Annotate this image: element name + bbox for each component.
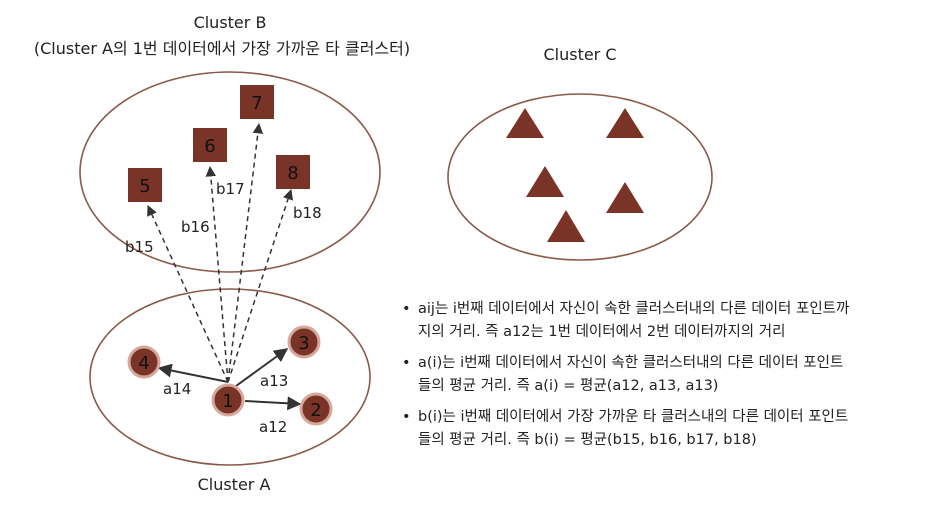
circle-point [211,383,245,417]
edge-label-a12: a12 [259,418,287,436]
explanation-line: 들의 평균 거리. 즉 a(i) = 평균(a12, a13, a13) [418,378,719,394]
circle-point [127,345,161,379]
explanation-list: aij는 i번째 데이터에서 자신이 속한 클러스터내의 다른 데이터 포인트까… [400,298,940,460]
circle-point [287,325,321,359]
arrow-a13 [235,348,289,387]
edge-label-b17: b17 [216,180,245,198]
edge-label-a13: a13 [260,372,288,390]
cluster-c-title: Cluster C [543,45,616,64]
cluster-c-ellipse [447,93,713,261]
cluster-c-points [506,108,644,242]
square-point [193,128,227,162]
triangle-point [606,182,644,213]
explanation-item-bi: b(i)는 i번째 데이터에서 가장 가까운 타 클러스내의 다른 데이터 포인… [400,406,940,452]
arrow-b17 [227,122,264,383]
square-point [240,85,274,119]
cluster-b-subtitle: (Cluster A의 1번 데이터에서 가장 가까운 타 클러스터) [34,39,410,58]
arrow-b18 [227,189,294,383]
edge-label-b18: b18 [293,204,322,222]
triangle-point [526,166,564,197]
triangle-point [547,210,585,242]
arrow-a12 [244,396,302,411]
circle-point [299,392,333,426]
explanation-line: aij는 i번째 데이터에서 자신이 속한 클러스터내의 다른 데이터 포인트까 [418,301,850,317]
point-label: 3 [298,333,309,354]
square-point [128,168,162,202]
point-label: 5 [139,176,150,197]
point-label: 2 [310,400,321,421]
inter-cluster-distances [147,122,294,383]
cluster-a-ellipse [89,288,371,466]
point-label: 1 [222,391,233,412]
arrow-a14 [157,363,229,383]
intra-cluster-distances [157,348,302,411]
cluster-a-title: Cluster A [198,475,271,494]
explanation-line: a(i)는 i번째 데이터에서 자신이 속한 클러스터내의 다른 데이터 포인트 [418,355,844,371]
square-point [276,155,310,189]
triangle-point [506,108,544,138]
point-label: 4 [138,353,149,374]
cluster-b-ellipse [79,71,381,273]
arrow-b16 [205,165,229,383]
edge-label-b16: b16 [181,218,210,236]
point-label: 6 [204,136,215,157]
point-label: 8 [287,163,298,184]
point-label: 7 [251,93,262,114]
explanation-line: b(i)는 i번째 데이터에서 가장 가까운 타 클러스내의 다른 데이터 포인… [418,409,849,425]
edge-label-a14: a14 [163,380,191,398]
explanation-line: 들의 평균 거리. 즉 b(i) = 평균(b15, b16, b17, b18… [418,432,757,448]
cluster-b-points: 5 6 7 8 [128,85,310,202]
explanation-item-aij: aij는 i번째 데이터에서 자신이 속한 클러스터내의 다른 데이터 포인트까… [400,298,940,344]
triangle-point [606,108,644,138]
edge-label-b15: b15 [125,238,154,256]
cluster-b-title: Cluster B [194,13,267,32]
explanation-line: 지의 거리. 즉 a12는 1번 데이터에서 2번 데이터까지의 거리 [418,324,786,340]
cluster-a-points: 1 2 3 4 [127,325,333,426]
explanation-item-ai: a(i)는 i번째 데이터에서 자신이 속한 클러스터내의 다른 데이터 포인트… [400,352,940,398]
